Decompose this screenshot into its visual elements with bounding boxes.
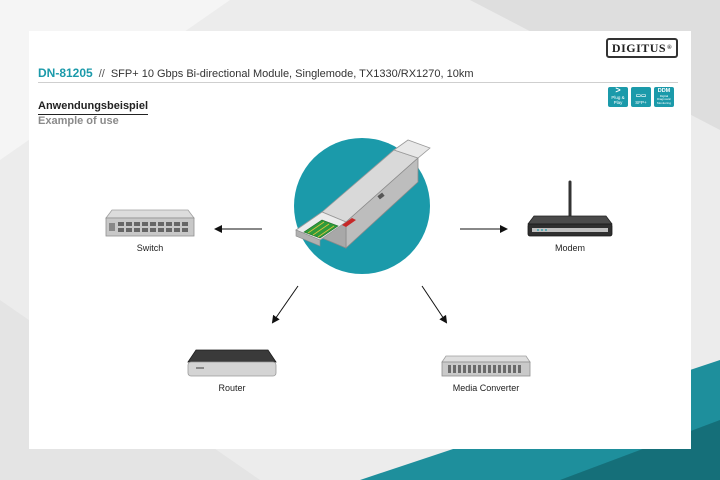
product-code: DN-81205: [38, 66, 93, 80]
header-divider: [38, 82, 678, 83]
registered-mark: ®: [667, 45, 673, 51]
modem-device: [527, 180, 613, 237]
play-icon: >: [615, 85, 621, 95]
router-icon: [187, 349, 277, 377]
feature-badges: > Plug & Play ▭▭ SFP+ DDM Digital Diagno…: [608, 85, 674, 107]
modem-icon: [527, 180, 613, 237]
switch-device: [105, 209, 195, 237]
sfp-icon: ▭▭: [635, 93, 647, 99]
section-title-english: Example of use: [38, 115, 119, 127]
headline-separator: //: [98, 68, 105, 80]
switch-label: Switch: [136, 243, 164, 253]
plug-and-play-badge: > Plug & Play: [608, 85, 628, 107]
digitus-logo: DIGITUS®: [606, 38, 678, 58]
media-converter-label: Media Converter: [452, 383, 520, 393]
router-label: Router: [218, 383, 246, 393]
product-headline: DN-81205 // SFP+ 10 Gbps Bi-directional Mo…: [38, 66, 474, 80]
ddm-badge: DDM Digital Diagnostic Monitoring: [654, 87, 674, 107]
sfp-module-illustration: [294, 138, 431, 274]
network-switch-icon: [105, 209, 195, 237]
router-device: [187, 349, 277, 377]
badge-label: Digital Diagnostic Monitoring: [656, 93, 671, 105]
badge-label: SFP+: [635, 100, 647, 105]
badge-label: Plug & Play: [611, 95, 625, 105]
sfp-plus-badge: ▭▭ SFP+: [631, 87, 651, 107]
logo-text: DIGITUS: [611, 40, 667, 55]
media-converter-device: [441, 355, 531, 377]
section-title-german: Anwendungsbeispiel: [38, 100, 149, 115]
ddm-icon: DDM: [657, 87, 671, 94]
media-converter-icon: [441, 355, 531, 377]
modem-label: Modem: [554, 243, 585, 253]
sfp-transceiver-icon: [295, 139, 431, 249]
product-title: SFP+ 10 Gbps Bi-directional Module, Sing…: [110, 68, 474, 80]
